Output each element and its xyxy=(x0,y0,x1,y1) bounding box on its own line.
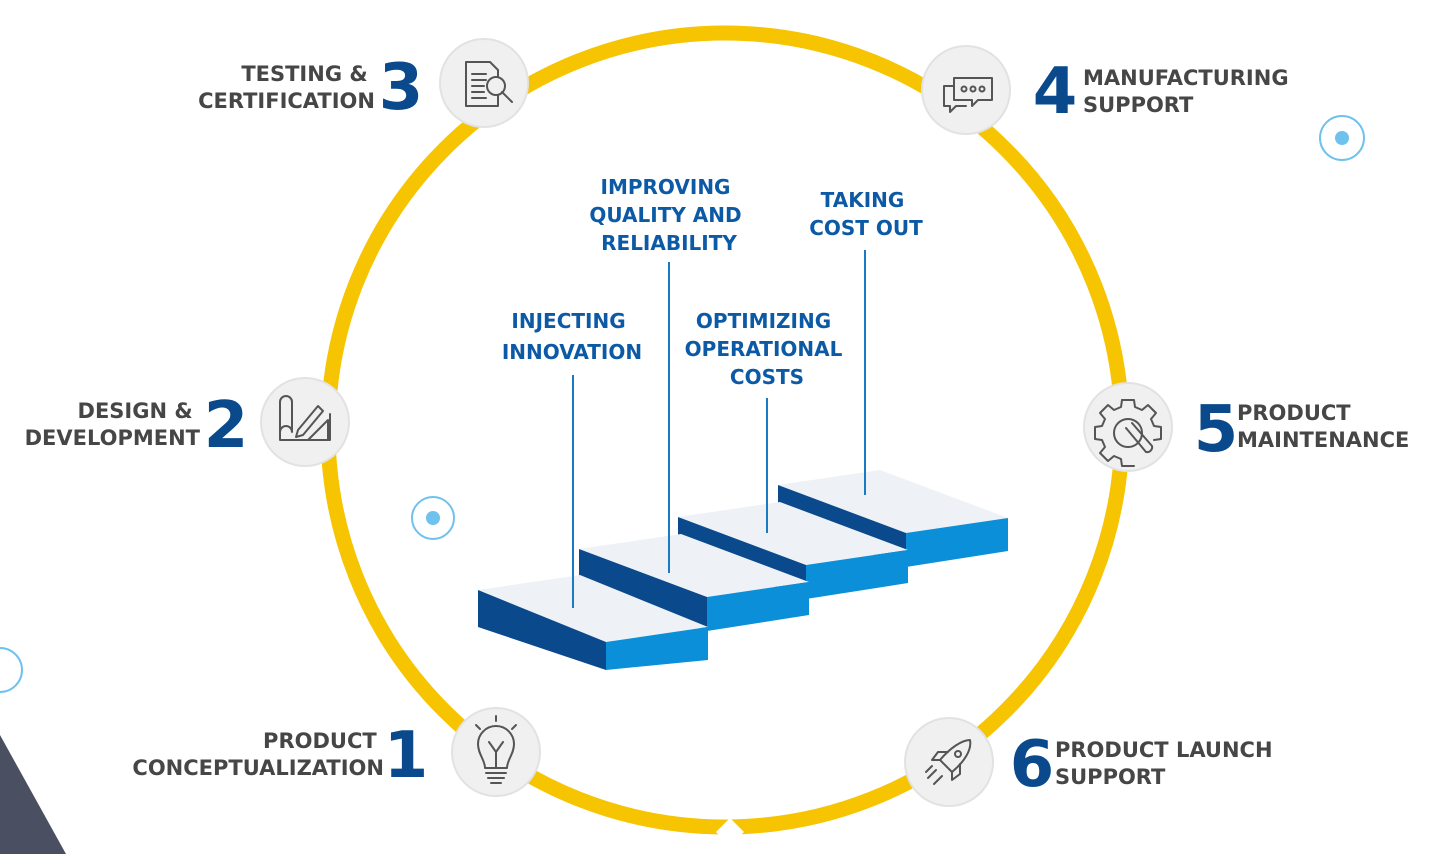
document-magnifier-icon xyxy=(465,61,513,107)
step-2-label: IMPROVING QUALITY AND RELIABILITY xyxy=(589,175,748,255)
decor-dot xyxy=(411,496,455,540)
step-2-front xyxy=(707,582,809,631)
phase-3-node xyxy=(439,38,529,128)
step-2-top xyxy=(579,534,809,597)
step-4-label: TAKING COST OUT xyxy=(809,188,923,240)
phase-5-number: 5 xyxy=(1194,393,1239,467)
gear-wrench-icon xyxy=(1094,399,1162,467)
phase-1-number: 1 xyxy=(384,719,429,793)
phase-2-node xyxy=(260,377,350,467)
step-2-side xyxy=(579,549,707,631)
phase-4-label: MANUFACTURING SUPPORT xyxy=(1083,66,1296,117)
staircase xyxy=(478,470,1008,670)
chat-bubbles-icon xyxy=(943,77,993,113)
phase-3-label: TESTING & CERTIFICATION xyxy=(198,62,375,113)
step-3-front xyxy=(806,550,908,599)
step-3-top xyxy=(678,502,908,565)
corner-triangle-shape xyxy=(0,735,66,854)
phase-5-label: PRODUCT MAINTENANCE xyxy=(1237,401,1409,452)
phase-1-node xyxy=(451,707,541,797)
step-4-front xyxy=(906,518,1008,567)
step-1-top xyxy=(478,575,708,642)
step-1-front xyxy=(606,627,708,670)
phase-2-label: DESIGN & DEVELOPMENT xyxy=(25,399,201,450)
step-1-side xyxy=(478,590,606,670)
phase-6-label: PRODUCT LAUNCH SUPPORT xyxy=(1055,738,1280,789)
phase-2-number: 2 xyxy=(204,389,249,463)
phase-6-number: 6 xyxy=(1010,728,1055,802)
decor-dot xyxy=(1319,115,1365,161)
phase-4-node xyxy=(921,45,1011,135)
phase-6-node xyxy=(904,717,994,807)
phase-4-number: 4 xyxy=(1033,55,1078,129)
lightbulb-icon xyxy=(475,715,517,784)
step-4-top xyxy=(778,470,1008,533)
rocket-icon xyxy=(925,739,972,785)
phase-5-node xyxy=(1083,382,1173,472)
phase-1-label: PRODUCT CONCEPTUALIZATION xyxy=(132,729,384,780)
edge-ring-fragment xyxy=(0,647,23,693)
lifecycle-ring xyxy=(320,25,1130,835)
phase-3-number: 3 xyxy=(379,51,424,125)
ring-notch xyxy=(716,818,744,846)
step-1-label: INJECTING INNOVATION xyxy=(502,309,642,364)
step-3-label: OPTIMIZING OPERATIONAL COSTS xyxy=(685,309,850,389)
blueprint-pencil-icon xyxy=(279,395,331,441)
